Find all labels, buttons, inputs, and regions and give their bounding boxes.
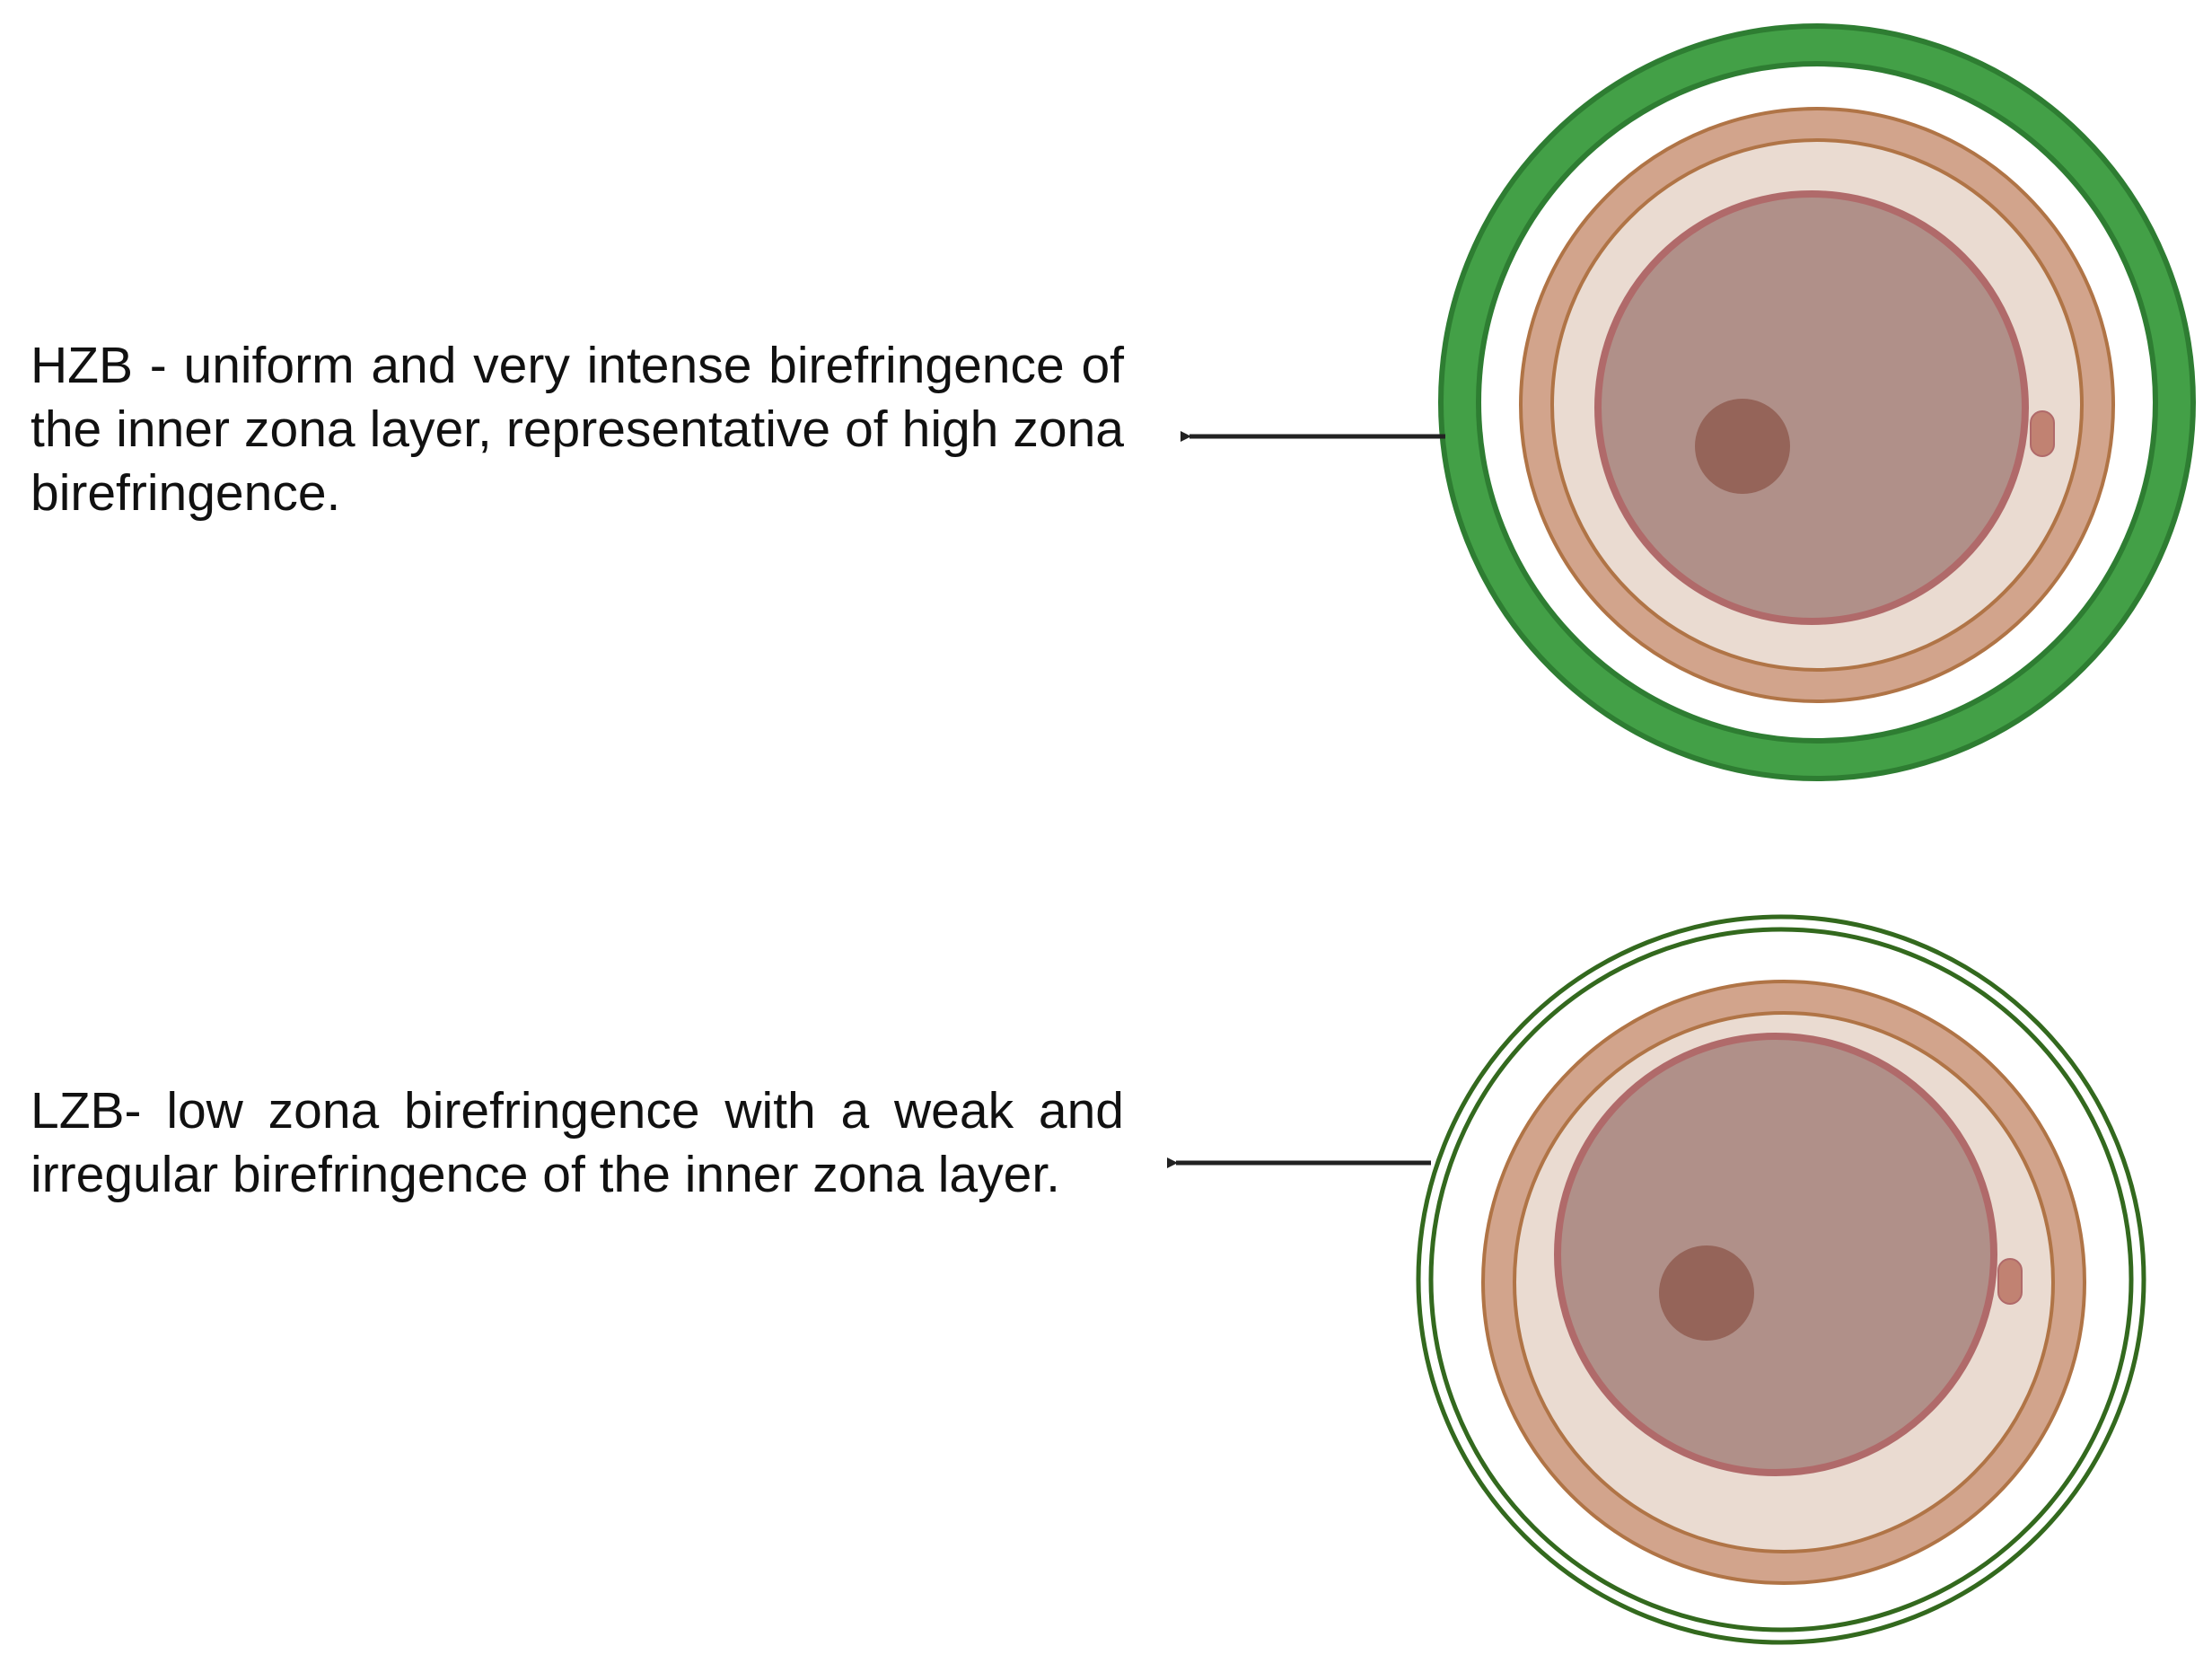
lzb-caption: LZB- low zona birefringence with a weak …: [31, 1082, 1124, 1203]
hzb-cytoplasm: [1594, 190, 2029, 625]
lzb-zona-outer-ring: [1416, 914, 2146, 1645]
lzb-oocyte: [1416, 914, 2146, 1645]
lzb-nucleus: [1659, 1245, 1754, 1341]
hzb-polar-body: [2030, 410, 2055, 457]
lzb-zona-inner-ring: [1428, 927, 2134, 1632]
hzb-nucleus: [1695, 399, 1790, 494]
hzb-zona-pellucida-fill: [1444, 29, 2190, 776]
lzb-cytoplasm: [1554, 1033, 1997, 1476]
lzb-polar-body: [1997, 1258, 2023, 1305]
hzb-oocyte: [1438, 23, 2196, 781]
hzb-caption: HZB - uniform and very intense birefring…: [31, 337, 1124, 522]
